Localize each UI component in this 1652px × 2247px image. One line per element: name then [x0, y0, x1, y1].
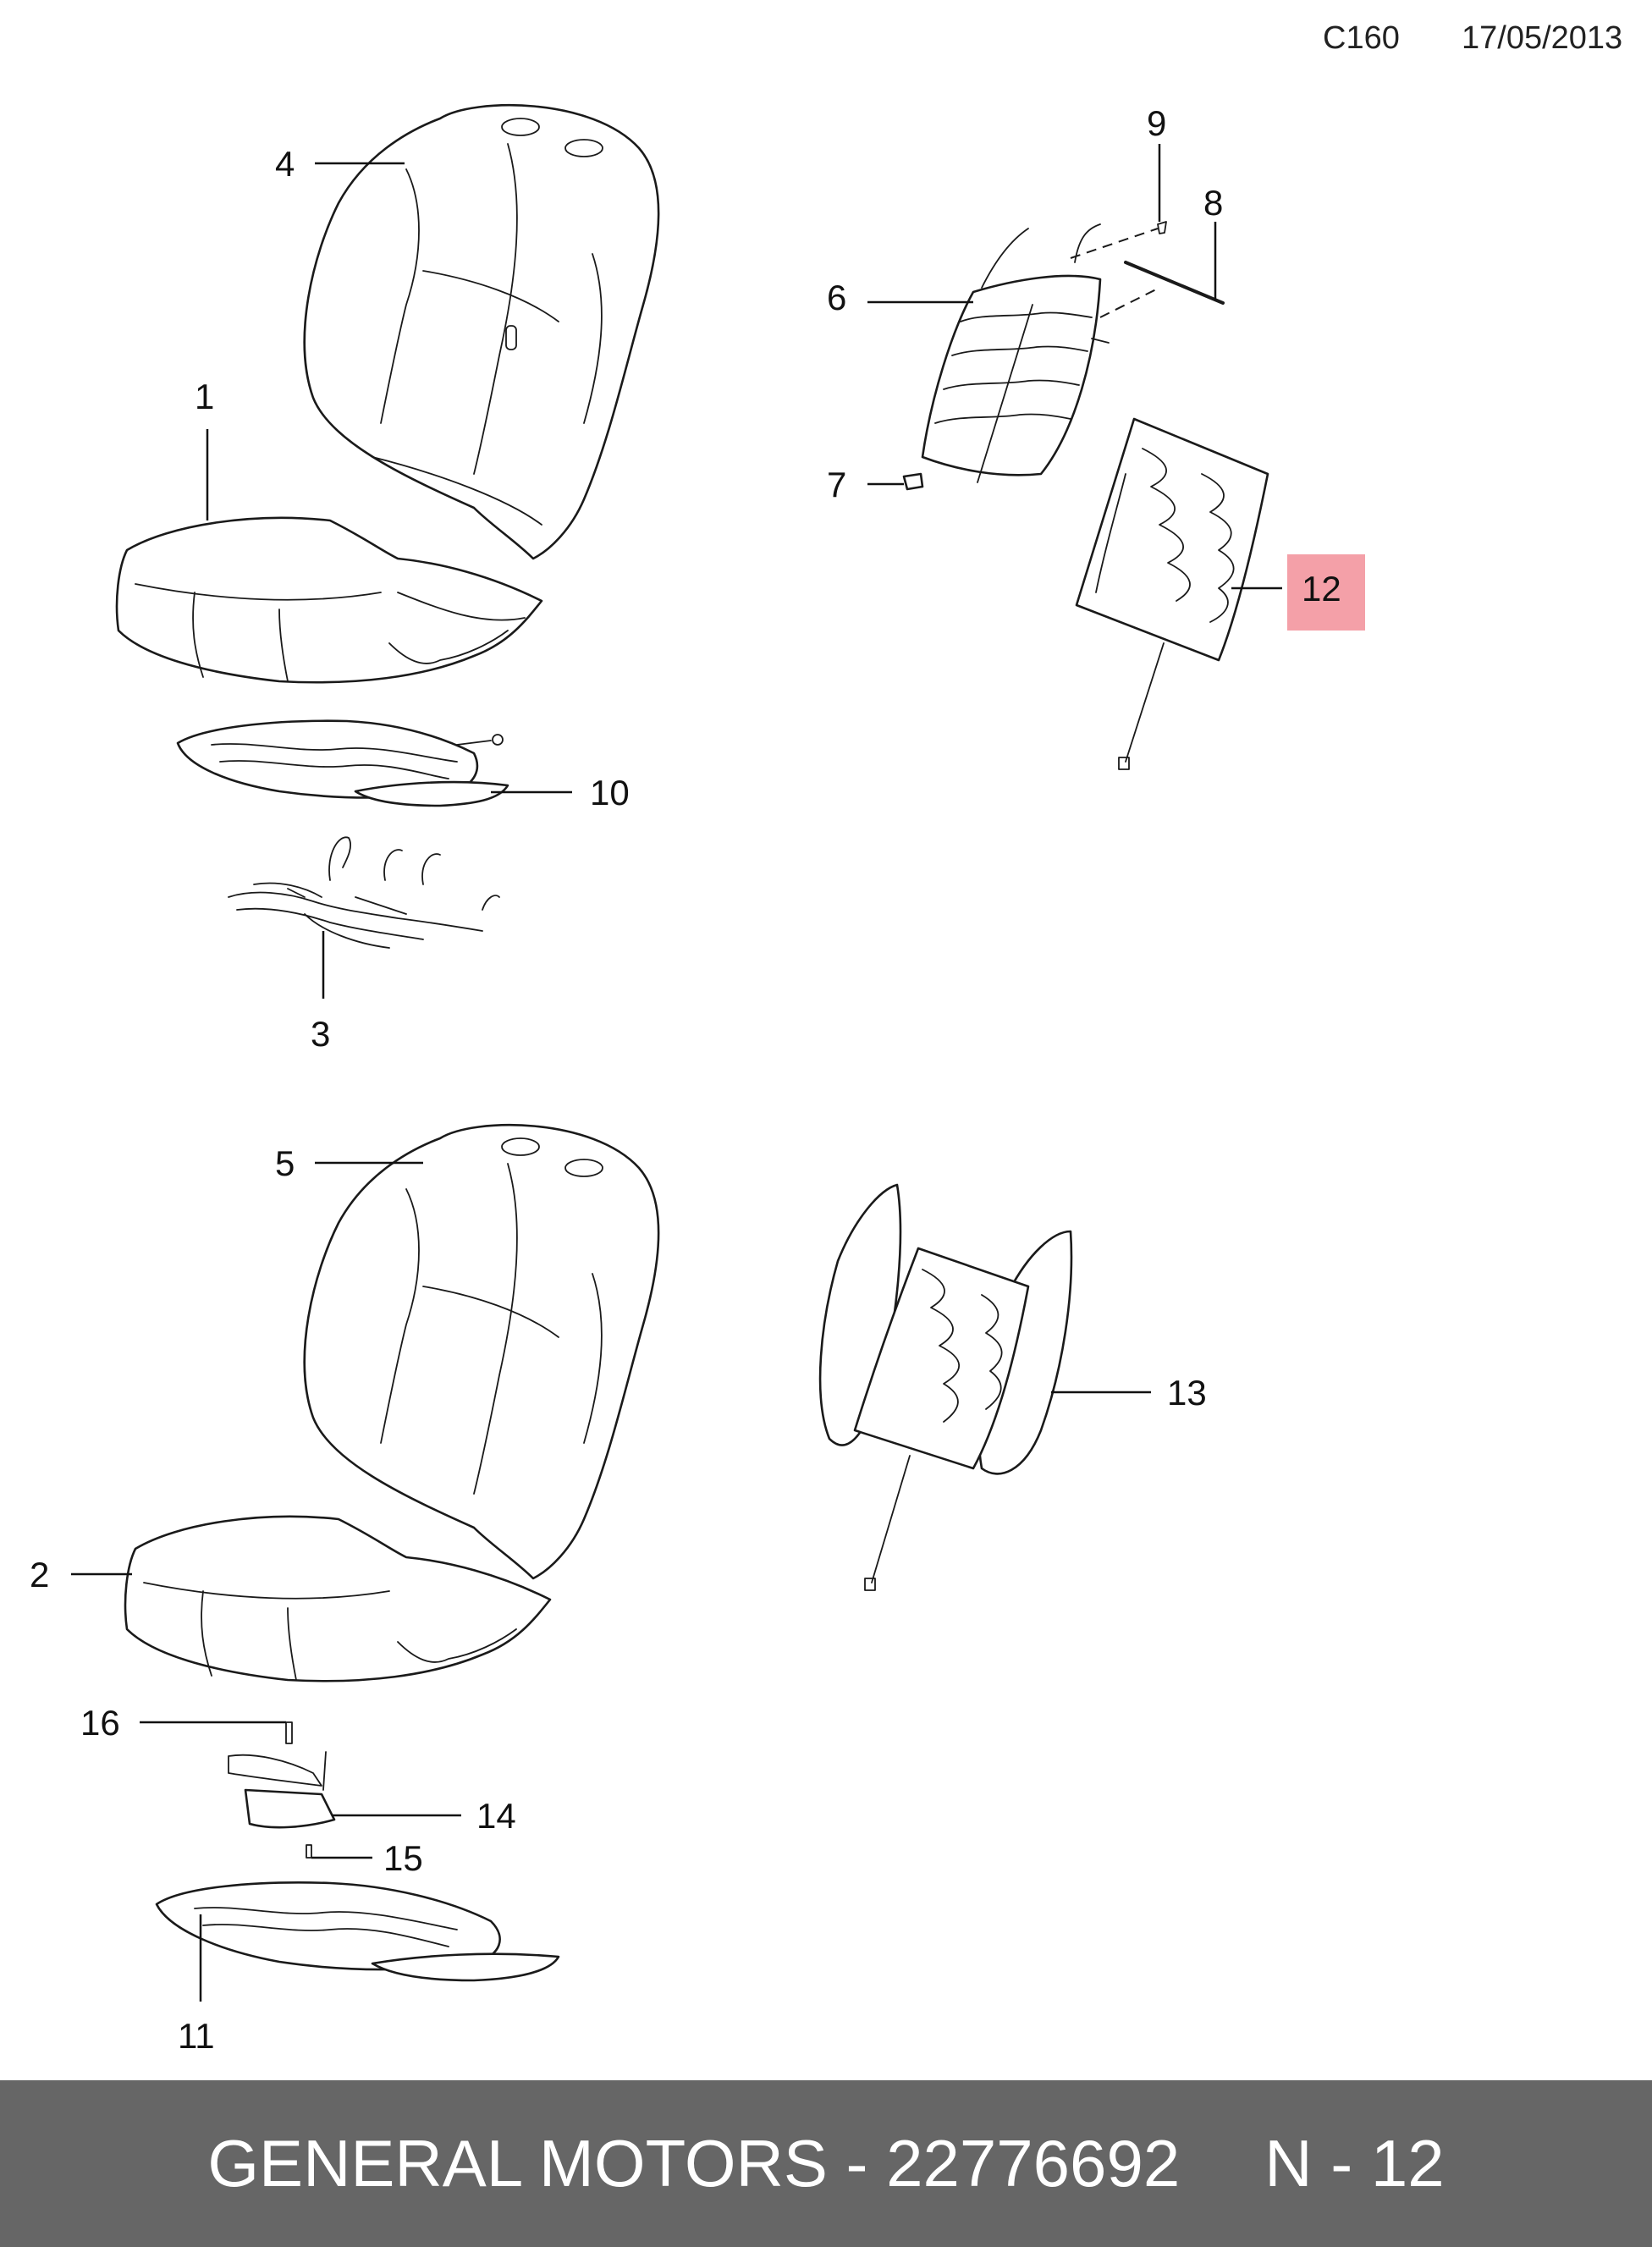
callout-7: 7	[827, 465, 846, 504]
callout-12: 12	[1302, 569, 1341, 609]
callout-6: 6	[827, 278, 846, 317]
callout-11: 11	[178, 2016, 215, 2056]
part-5-seat-back-cover	[303, 1123, 660, 1580]
footer-page-number: N - 12	[1264, 2126, 1445, 2200]
diagram-code: C160	[1323, 20, 1400, 56]
callout-15: 15	[383, 1838, 423, 1878]
callout-8: 8	[1203, 183, 1223, 223]
part-2-seat-cushion-cover	[124, 1515, 552, 1682]
callout-4: 4	[275, 144, 295, 184]
callout-3: 3	[311, 1014, 330, 1054]
callout-2: 2	[30, 1555, 49, 1594]
footer-text: GENERAL MOTORS - 22776692 N - 12	[0, 2080, 1652, 2247]
part-3-wiring-harness	[228, 836, 500, 949]
footer-bar	[0, 2080, 1652, 2247]
part-16-screw	[285, 1721, 293, 1744]
callout-labels: 4 1 10 3 9 8 6 7 12 5 13 2 16 14 15 11	[30, 103, 1341, 2056]
callout-16: 16	[80, 1703, 120, 1743]
part-1-seat-cushion-cover	[115, 516, 543, 684]
callout-10: 10	[590, 773, 630, 812]
part-4-seat-back-cover	[303, 103, 660, 560]
part-6-back-frame-mat	[921, 223, 1110, 483]
part-7-clip	[902, 472, 924, 491]
part-8-rod	[1070, 228, 1225, 318]
part-10-cushion-heater-pad	[176, 719, 509, 807]
callout-9: 9	[1147, 103, 1166, 143]
callout-13: 13	[1167, 1373, 1207, 1413]
diagram-date: 17/05/2013	[1462, 20, 1623, 56]
part-15-bolt	[306, 1844, 312, 1859]
part-11-cushion-heater-pad	[155, 1881, 560, 1982]
part-13-back-heater-with-bolsters	[818, 1183, 1073, 1591]
callout-14: 14	[476, 1796, 516, 1836]
part-9-fastener	[1157, 221, 1167, 234]
leader-lines	[71, 144, 1282, 2002]
footer-part-number: GENERAL MOTORS - 22776692	[207, 2126, 1181, 2200]
callout-5: 5	[275, 1143, 295, 1183]
callout-1: 1	[195, 377, 214, 416]
part-14-control-module	[228, 1751, 336, 1829]
part-12-highlight-box	[1287, 554, 1365, 631]
exploded-parts-diagram: 4 1 10 3 9 8 6 7 12 5 13 2 16 14 15 11	[30, 103, 1365, 2056]
part-12-back-heater-element	[1075, 417, 1269, 770]
